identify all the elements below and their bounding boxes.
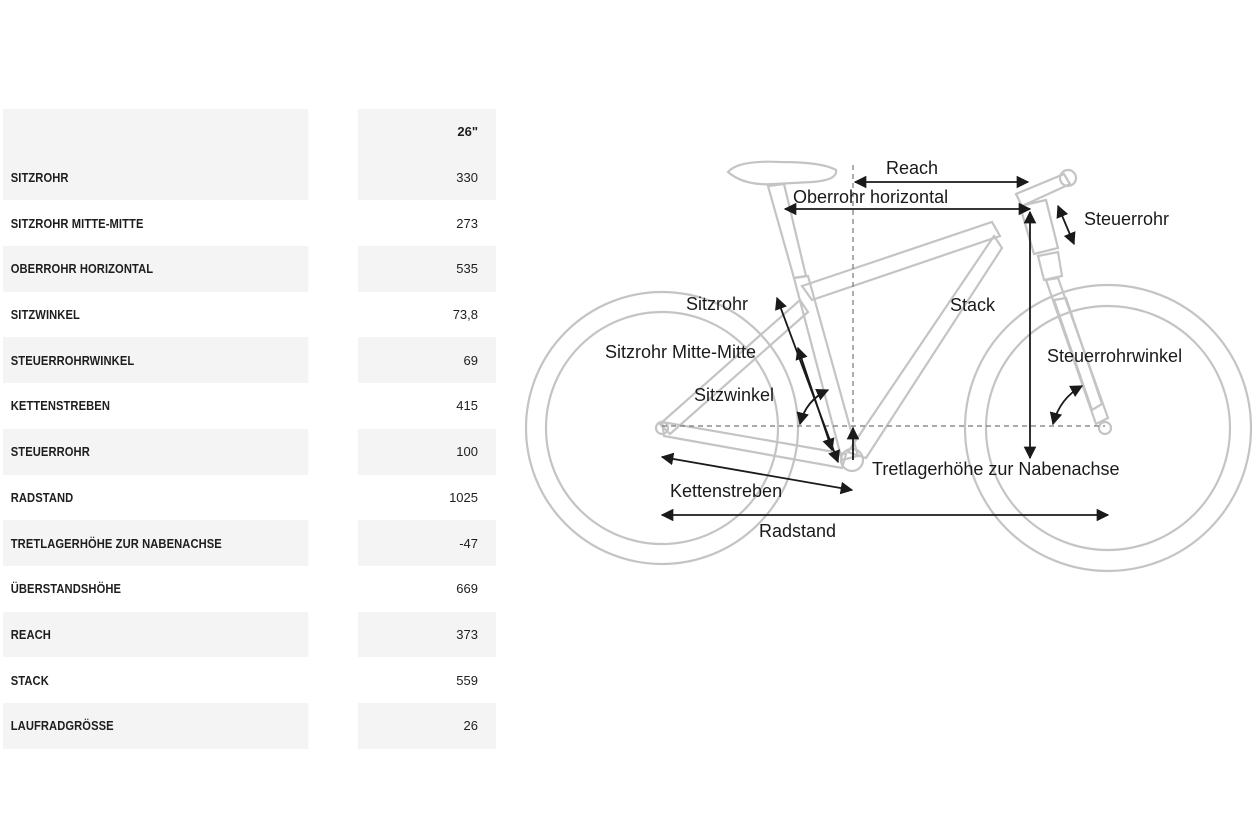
row-label: SITZROHR MITTE-MITTE	[10, 215, 144, 231]
label-head-angle: Steuerrohrwinkel	[1047, 346, 1182, 366]
label-seat-tube: Sitzrohr	[686, 294, 748, 314]
row-label: SITZWINKEL	[10, 307, 80, 323]
stem	[1014, 172, 1072, 208]
row-value: 669	[456, 581, 478, 597]
row-value: 373	[358, 611, 496, 658]
front-wheel-outer	[963, 283, 1253, 573]
row-label: LAUFRADGRÖSSE	[3, 702, 309, 749]
front-hub	[1097, 420, 1113, 436]
label-reach: Reach	[886, 158, 938, 178]
row-value: 26	[358, 702, 496, 749]
row-label: RADSTAND	[10, 489, 74, 505]
table-row: STEUERROHR 100	[3, 428, 496, 475]
handlebar	[1058, 168, 1078, 188]
table-row: TRETLAGERHÖHE ZUR NABENACHSE -47	[3, 520, 496, 566]
table-row: REACH 373	[3, 611, 496, 658]
table-row: SITZROHR MITTE-MITTE 273	[3, 200, 496, 246]
label-stack: Stack	[950, 295, 996, 315]
head-tube-arrow	[1056, 204, 1076, 246]
row-value: 559	[456, 672, 478, 688]
table-row: ÜBERSTANDSHÖHE 669	[3, 566, 496, 612]
head-angle-arc	[1049, 385, 1084, 426]
table-column-header: 26"	[358, 109, 496, 155]
row-label: STEUERROHRWINKEL	[3, 337, 309, 384]
down-tube	[846, 234, 1004, 460]
label-seat-angle: Sitzwinkel	[694, 385, 774, 405]
fork-tube-front	[1052, 296, 1104, 412]
row-label: OBERROHR HORIZONTAL	[3, 246, 309, 292]
table-row: SITZROHR 330	[3, 154, 496, 201]
label-wheelbase: Radstand	[759, 521, 836, 541]
row-label: STEUERROHR	[3, 428, 309, 475]
table-header-empty	[3, 109, 309, 155]
table-header-row: 26"	[3, 109, 496, 155]
row-value: 100	[358, 428, 496, 475]
chainstay-arrow	[660, 452, 854, 495]
row-value: 1025	[449, 489, 478, 505]
row-label: SITZROHR	[3, 154, 309, 201]
row-value: 69	[358, 337, 496, 384]
label-seat-tube-cc: Sitzrohr Mitte-Mitte	[605, 342, 756, 362]
saddle	[726, 160, 838, 186]
measurement-arrows	[660, 175, 1110, 522]
row-value: -47	[358, 520, 496, 566]
row-value: 330	[358, 154, 496, 201]
fork	[1036, 250, 1110, 426]
row-label: ÜBERSTANDSHÖHE	[10, 581, 122, 597]
rear-dropout	[654, 420, 670, 436]
row-label: KETTENSTREBEN	[10, 398, 111, 414]
row-label: REACH	[3, 611, 309, 658]
label-bb-drop: Tretlagerhöhe zur Nabenachse	[872, 459, 1119, 479]
diagram-labels: Reach Oberrohr horizontal Steuerrohr Sit…	[605, 158, 1182, 541]
label-chainstays: Kettenstreben	[670, 481, 782, 501]
table-row: OBERROHR HORIZONTAL 535	[3, 246, 496, 292]
seat-angle-arc	[796, 388, 830, 426]
row-label: STACK	[10, 672, 49, 688]
row-value: 273	[456, 215, 478, 231]
table-row: SITZWINKEL 73,8	[3, 292, 496, 338]
top-tube	[800, 220, 1002, 302]
row-value: 535	[358, 246, 496, 292]
label-top-tube: Oberrohr horizontal	[793, 187, 948, 207]
table-row: STEUERROHRWINKEL 69	[3, 337, 496, 384]
row-value: 415	[456, 398, 478, 414]
bike-geometry-diagram: Reach Oberrohr horizontal Steuerrohr Sit…	[524, 158, 1253, 573]
table-row: LAUFRADGRÖSSE 26	[3, 702, 496, 749]
seat-tube-arrow	[775, 296, 840, 464]
table-row: STACK 559	[3, 657, 496, 703]
front-wheel-inner	[984, 304, 1232, 552]
label-head-tube: Steuerrohr	[1084, 209, 1169, 229]
table-row: KETTENSTREBEN 415	[3, 383, 496, 429]
row-value: 73,8	[452, 307, 478, 323]
table-row: RADSTAND 1025	[3, 475, 496, 521]
row-label: TRETLAGERHÖHE ZUR NABENACHSE	[3, 520, 309, 566]
